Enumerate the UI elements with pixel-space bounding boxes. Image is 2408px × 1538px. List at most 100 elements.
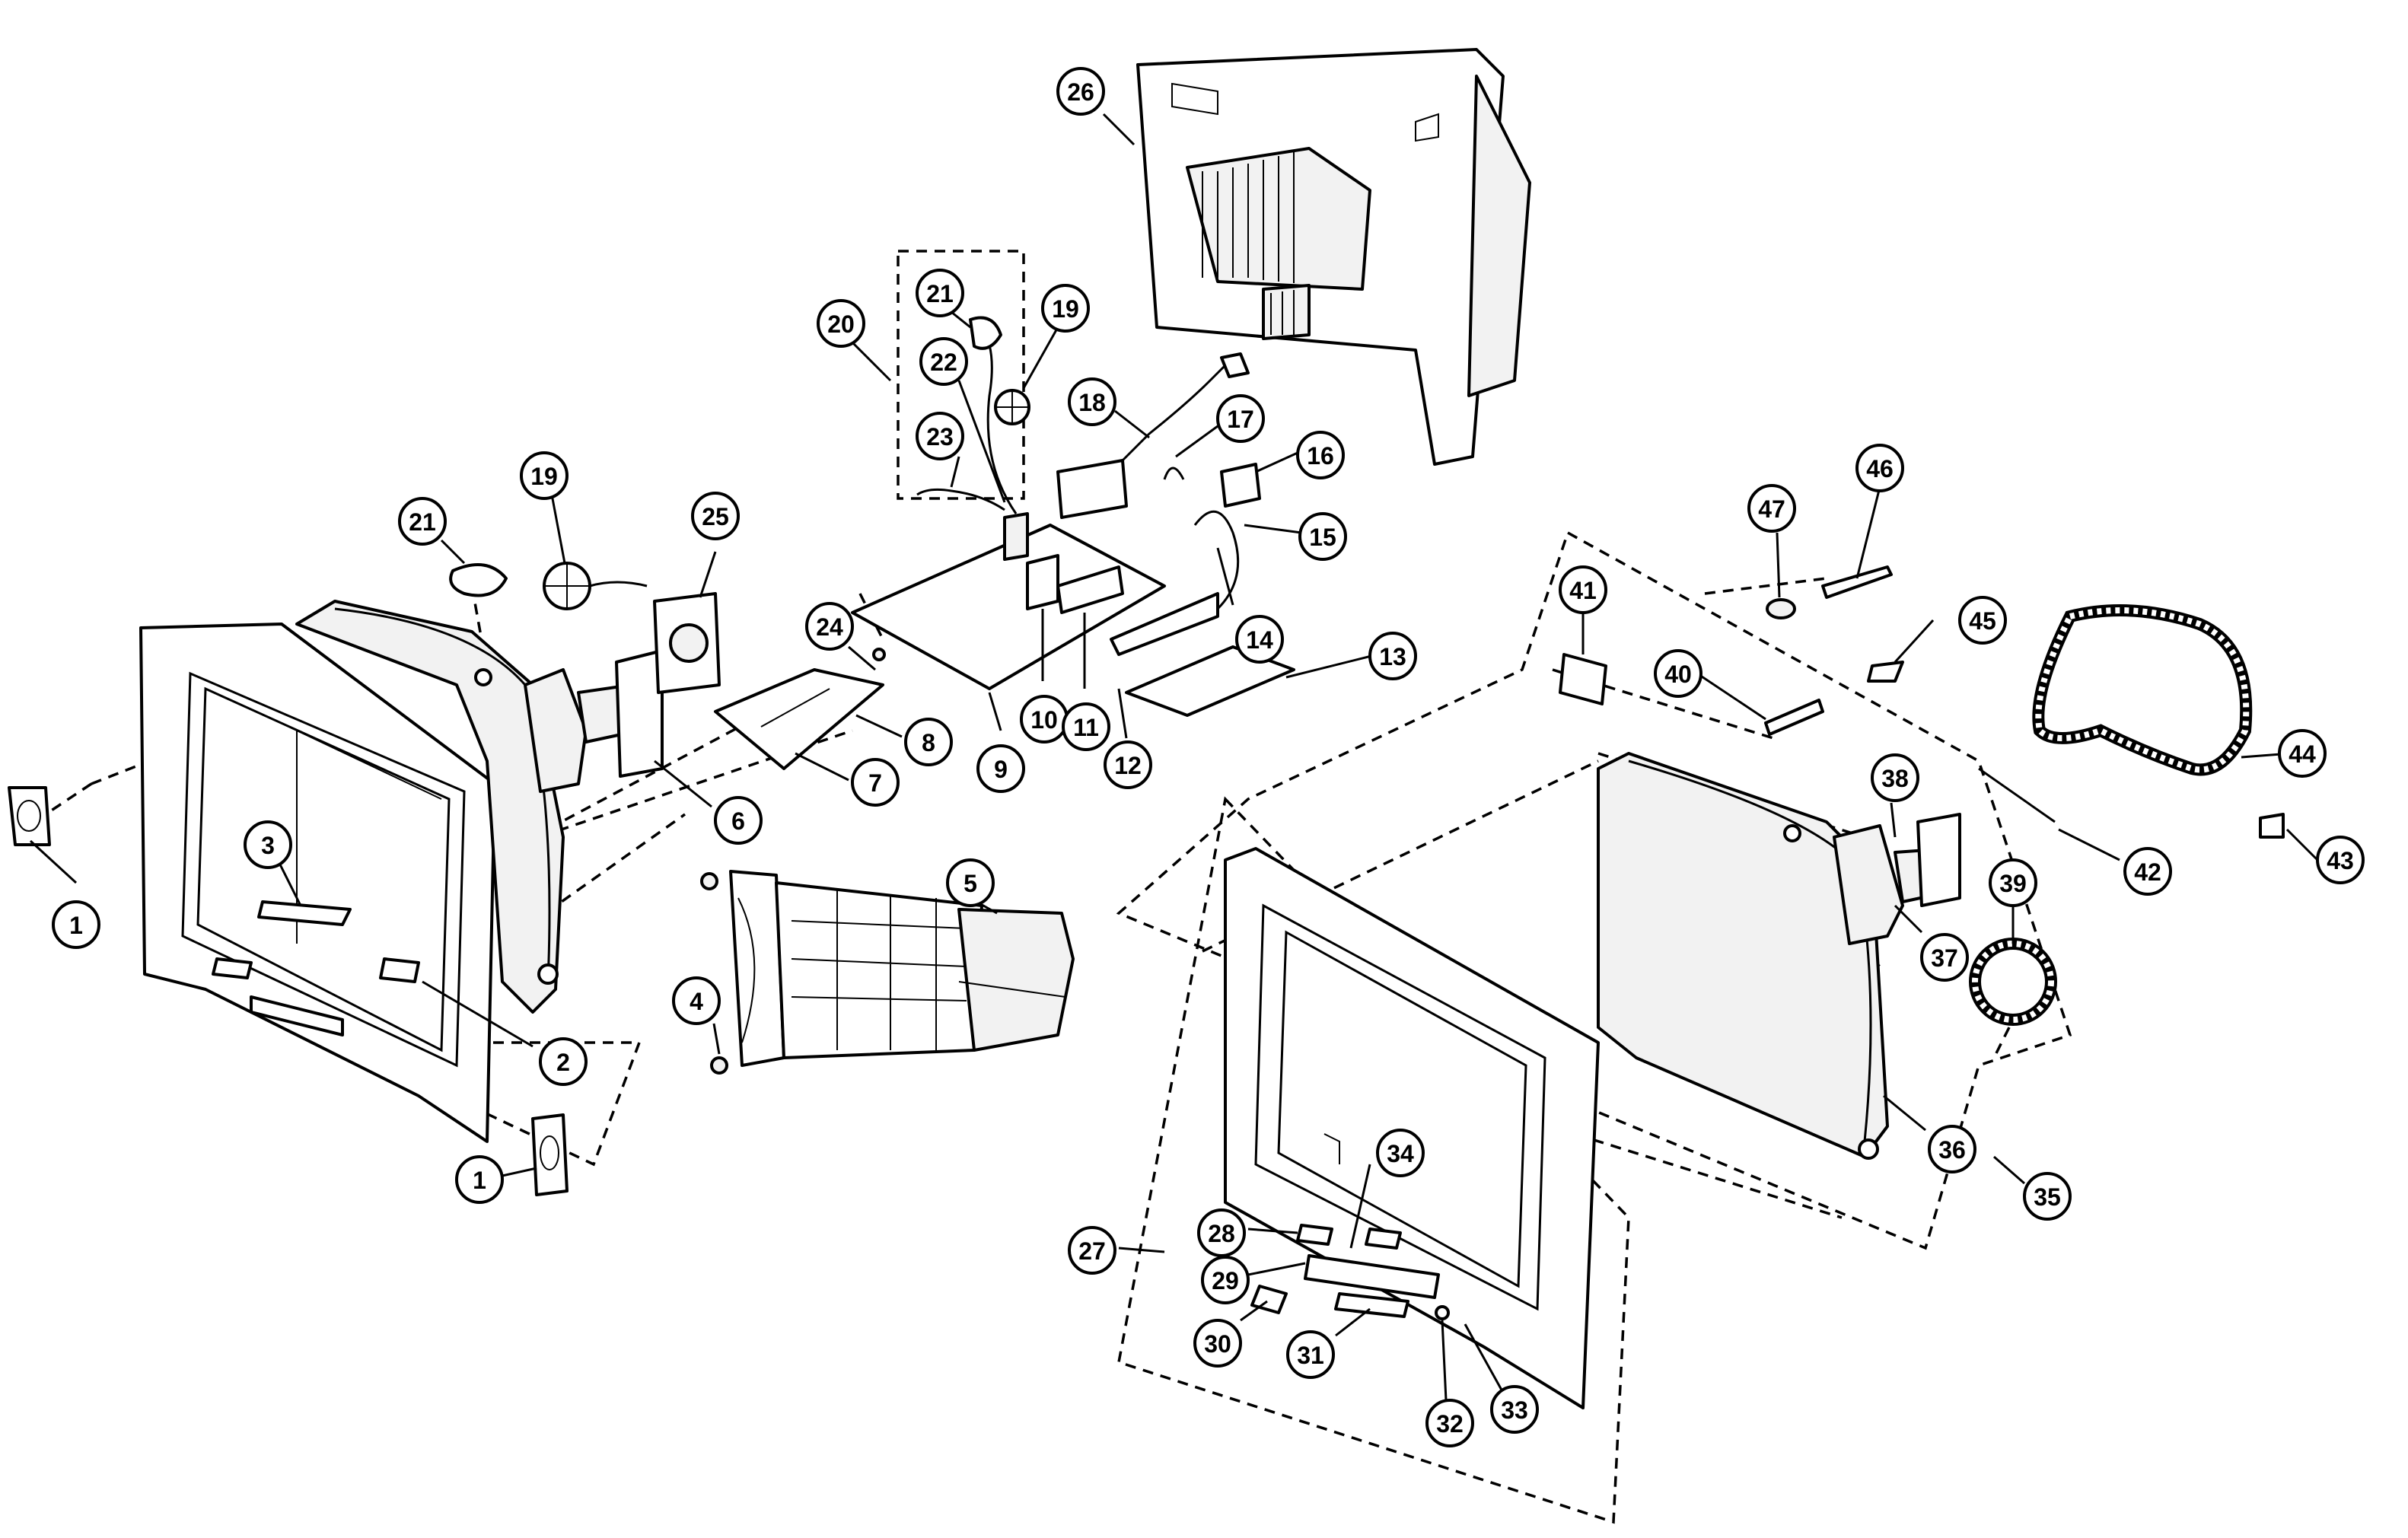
svg-text:23: 23 bbox=[926, 423, 954, 451]
callout-14: 14 bbox=[1235, 615, 1284, 664]
callouts: 1 1 2 3 4 5 6 7 8 9 10 11 12 13 14 15 16… bbox=[52, 67, 2365, 1447]
screw-4-bottom bbox=[710, 1056, 728, 1075]
svg-text:13: 13 bbox=[1379, 643, 1406, 670]
flyback-assembly bbox=[916, 316, 1030, 561]
lead-23 bbox=[916, 488, 1005, 511]
clip-17 bbox=[1163, 466, 1185, 480]
svg-text:5: 5 bbox=[964, 870, 977, 897]
svg-text:19: 19 bbox=[530, 463, 558, 490]
left-cabinet-control-strip bbox=[250, 995, 344, 1036]
chassis-5 bbox=[700, 870, 1075, 1075]
svg-text:46: 46 bbox=[1866, 455, 1894, 482]
left-crt-tube bbox=[295, 600, 664, 1014]
callout-38: 38 bbox=[1871, 753, 1919, 802]
callout-28: 28 bbox=[1197, 1208, 1246, 1257]
leader-13 bbox=[1285, 653, 1378, 679]
board-25 bbox=[653, 592, 721, 694]
leader-46 bbox=[1855, 486, 1881, 579]
callout-15: 15 bbox=[1298, 512, 1347, 561]
leader-22 bbox=[957, 380, 1006, 503]
svg-text:16: 16 bbox=[1307, 442, 1334, 470]
callout-12: 12 bbox=[1104, 740, 1152, 789]
plug-18 bbox=[1220, 352, 1250, 378]
left-cabinet-switch-2 bbox=[379, 957, 420, 983]
dash-lines-left-bottom bbox=[448, 1041, 642, 1167]
callout-29: 29 bbox=[1201, 1256, 1250, 1304]
svg-text:21: 21 bbox=[409, 508, 436, 536]
callout-13: 13 bbox=[1368, 632, 1417, 680]
right-crt-tube bbox=[1597, 752, 1961, 1160]
svg-text:12: 12 bbox=[1114, 752, 1142, 779]
leader-4 bbox=[712, 1023, 721, 1055]
main-board-9 bbox=[851, 524, 1295, 717]
callout-42: 42 bbox=[2123, 847, 2172, 896]
back-cover-vent-2 bbox=[1262, 284, 1311, 340]
screw-4-top bbox=[700, 872, 718, 890]
callout-24: 24 bbox=[805, 602, 854, 651]
right-cabinet-screen-mark bbox=[1323, 1133, 1340, 1164]
power-parts bbox=[1056, 352, 1261, 610]
callout-37: 37 bbox=[1920, 933, 1969, 982]
chassis-5-frame bbox=[775, 881, 983, 1059]
ground-wire-19-left bbox=[589, 581, 648, 587]
callout-44: 44 bbox=[2278, 729, 2327, 778]
fuse-board-18 bbox=[1056, 459, 1128, 519]
svg-text:26: 26 bbox=[1067, 78, 1094, 106]
leader-26 bbox=[1102, 113, 1136, 146]
callout-33: 33 bbox=[1490, 1385, 1539, 1434]
svg-text:45: 45 bbox=[1969, 607, 1996, 635]
svg-text:7: 7 bbox=[868, 769, 882, 797]
callout-26: 26 bbox=[1056, 67, 1105, 116]
right-tube-body bbox=[1597, 752, 1889, 1158]
leader-lines bbox=[29, 113, 2319, 1401]
board-7-plate bbox=[714, 668, 884, 770]
right-cabinet-button-strip-29 bbox=[1304, 1254, 1440, 1299]
left-cabinet-logo bbox=[212, 957, 253, 979]
svg-text:33: 33 bbox=[1501, 1396, 1528, 1424]
svg-text:24: 24 bbox=[816, 613, 843, 641]
right-tube-neck-flare bbox=[1833, 824, 1904, 945]
svg-text:44: 44 bbox=[2289, 740, 2316, 768]
leader-25 bbox=[699, 551, 717, 598]
right-cabinet-led-28 bbox=[1296, 1224, 1333, 1246]
group-outlines bbox=[45, 250, 2072, 1524]
right-cabinet-sensor-34 bbox=[1365, 1228, 1402, 1250]
board-25-knob bbox=[669, 623, 709, 663]
svg-text:9: 9 bbox=[994, 756, 1008, 783]
leader-7 bbox=[795, 752, 849, 782]
callout-45: 45 bbox=[1958, 596, 2007, 645]
callout-17: 17 bbox=[1216, 394, 1265, 443]
right-tube-lug bbox=[1858, 1138, 1879, 1160]
chassis-5-bracket-curve bbox=[737, 897, 756, 1043]
degauss-coil-44-texture bbox=[2035, 607, 2250, 773]
svg-text:11: 11 bbox=[1073, 714, 1099, 741]
svg-text:28: 28 bbox=[1208, 1220, 1235, 1247]
left-tube-body bbox=[295, 600, 565, 1014]
svg-text:20: 20 bbox=[827, 310, 855, 338]
chassis-5-speaker-line bbox=[958, 981, 1066, 998]
leader-9 bbox=[988, 692, 1002, 731]
leader-14 bbox=[1216, 547, 1234, 606]
callout-4: 4 bbox=[672, 976, 721, 1025]
callout-21a: 21 bbox=[398, 497, 447, 546]
callout-9: 9 bbox=[976, 744, 1025, 793]
leader-18 bbox=[1114, 409, 1150, 439]
leader-38 bbox=[1890, 802, 1897, 838]
part-41 bbox=[1559, 653, 1607, 705]
svg-text:8: 8 bbox=[922, 729, 935, 756]
left-tube-socket-board bbox=[615, 649, 664, 778]
svg-text:41: 41 bbox=[1569, 577, 1597, 604]
back-cover-details bbox=[1171, 82, 1439, 142]
part-45 bbox=[1867, 661, 1904, 683]
part-40 bbox=[1764, 699, 1824, 736]
bracket-1-left bbox=[8, 786, 51, 846]
callout-1b: 1 bbox=[455, 1155, 504, 1204]
svg-text:4: 4 bbox=[690, 988, 703, 1015]
ring-39-texture bbox=[1972, 941, 2054, 1023]
callout-7: 7 bbox=[851, 758, 900, 807]
leader-30 bbox=[1240, 1300, 1268, 1322]
svg-text:34: 34 bbox=[1387, 1140, 1414, 1167]
callout-8: 8 bbox=[904, 718, 953, 766]
part-47 bbox=[1766, 598, 1796, 619]
ground-ring-19-center-spokes bbox=[995, 390, 1029, 424]
